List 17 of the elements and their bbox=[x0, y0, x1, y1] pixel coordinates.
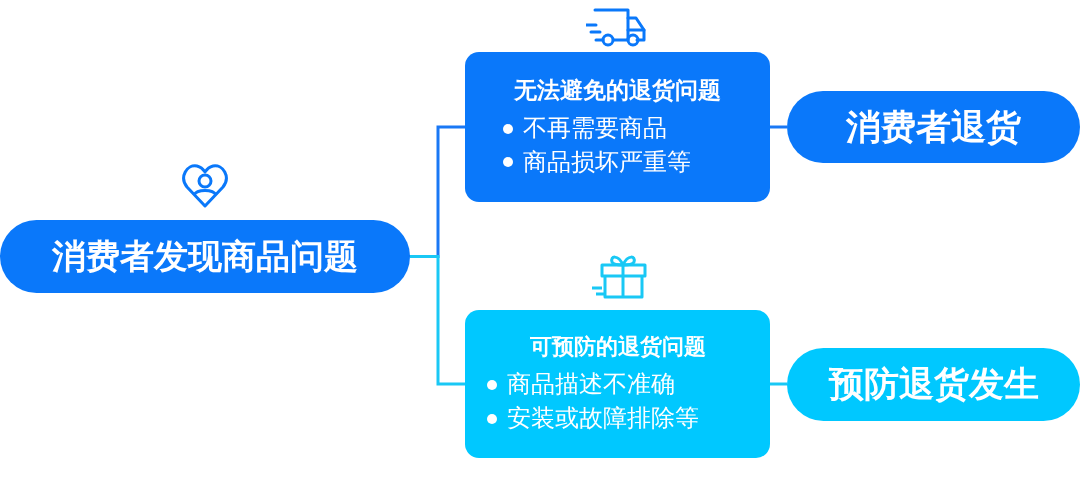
outcome-pill bbox=[787, 348, 1080, 421]
category-card bbox=[465, 52, 770, 202]
bullet-text: 商品描述不准确 bbox=[507, 369, 675, 401]
topic-text: 预防退货发生 bbox=[828, 363, 1039, 406]
bullet-text: 安装或故障排除等 bbox=[507, 403, 699, 434]
connector-line bbox=[410, 255, 465, 386]
topic-text: 消费者发现商品问题 bbox=[52, 234, 358, 278]
connector-line bbox=[770, 382, 787, 386]
bullet-text: 不再需要商品 bbox=[523, 112, 667, 144]
outcome-pill bbox=[787, 91, 1080, 163]
card-heading: 无法避免的退货问题 bbox=[514, 75, 721, 105]
category-card bbox=[465, 310, 770, 458]
root-topic-pill bbox=[0, 220, 410, 293]
bullet-text: 商品损坏严重等 bbox=[523, 146, 691, 178]
connector-line bbox=[770, 125, 787, 129]
topic-text: 消费者退货 bbox=[846, 105, 1021, 149]
card-heading: 可预防的退货问题 bbox=[529, 333, 706, 362]
